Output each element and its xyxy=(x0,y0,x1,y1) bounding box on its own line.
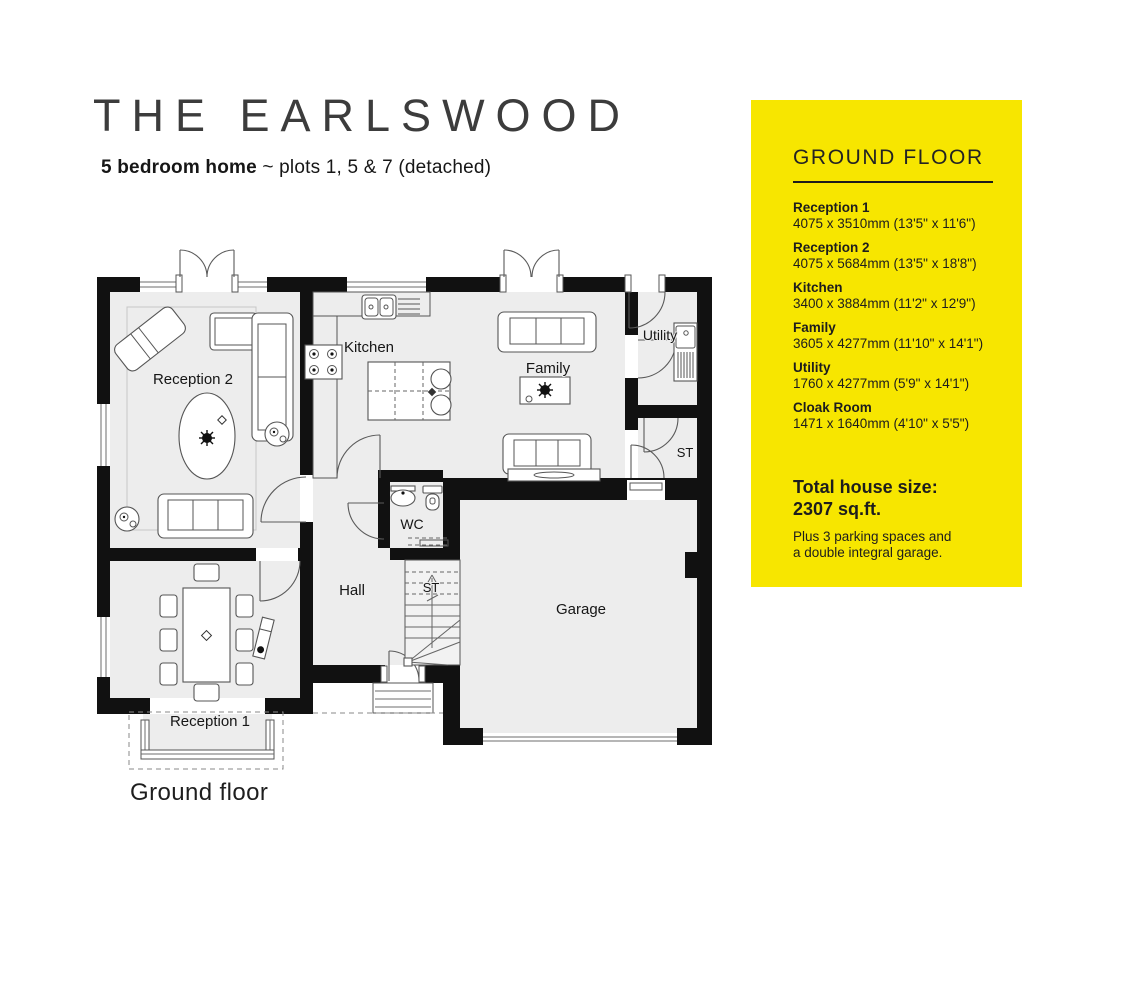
toilet xyxy=(422,485,443,494)
room-dims: 3605 x 4277mm (11'10" x 14'1") xyxy=(793,336,984,352)
note-line2: a double integral garage. xyxy=(793,545,943,560)
room-name: Utility xyxy=(793,359,831,375)
room-labels: Reception 2 Kitchen Family Utility ST WC… xyxy=(152,326,694,731)
info-panel: GROUND FLOOR Reception 1 4075 x 3510mm (… xyxy=(751,100,1022,587)
room-label-garage: Garage xyxy=(556,601,606,618)
hob-icon xyxy=(304,344,343,380)
room-name: Kitchen xyxy=(793,279,843,295)
chaise xyxy=(114,306,186,372)
total-label: Total house size: xyxy=(793,476,938,497)
room-label-reception2: Reception 2 xyxy=(153,371,233,388)
room-label-stairs-st: ST xyxy=(423,580,440,595)
sofa xyxy=(157,493,254,539)
room-label-hall: Hall xyxy=(339,582,365,599)
subtitle-bold: 5 bedroom home xyxy=(101,157,257,178)
room-name: Reception 2 xyxy=(793,239,870,255)
room-entry: Family 3605 x 4277mm (11'10" x 14'1") xyxy=(793,320,996,353)
staircase xyxy=(403,537,461,667)
chair xyxy=(159,662,178,686)
room-label-utility: Utility xyxy=(643,327,677,343)
wc-fixtures xyxy=(390,485,443,511)
chair xyxy=(159,594,178,618)
corner-sofa-top xyxy=(209,312,258,351)
kitchen-units xyxy=(304,291,452,479)
subtitle-rest: ~ plots 1, 5 & 7 (detached) xyxy=(256,157,492,178)
chair xyxy=(235,628,254,652)
tv-unit xyxy=(507,468,601,482)
speaker xyxy=(264,421,290,447)
room-label-cloak-st: ST xyxy=(677,445,694,460)
chair xyxy=(159,628,178,652)
total-house-size: Total house size: 2307 sq.ft. xyxy=(793,477,996,521)
stool xyxy=(430,368,452,390)
panel-heading-rule xyxy=(793,181,993,183)
room-name: Cloak Room xyxy=(793,399,872,415)
sofa xyxy=(497,311,597,353)
room-label-wc: WC xyxy=(400,516,423,532)
room-label-family: Family xyxy=(526,360,571,377)
room-dims: 4075 x 5684mm (13'5" x 18'8") xyxy=(793,256,977,272)
room-label-reception1: Reception 1 xyxy=(170,713,250,730)
room-name: Family xyxy=(793,319,836,335)
chair xyxy=(235,594,254,618)
reception1-furniture xyxy=(159,563,275,702)
openings xyxy=(97,274,677,745)
chair xyxy=(193,563,220,582)
room-entry: Cloak Room 1471 x 1640mm (4'10" x 5'5") xyxy=(793,400,996,433)
panel-heading: GROUND FLOOR xyxy=(793,146,984,169)
parking-note: Plus 3 parking spaces and a double integ… xyxy=(793,529,996,562)
family-furniture xyxy=(497,311,601,482)
room-entry: Reception 1 4075 x 3510mm (13'5" x 11'6"… xyxy=(793,200,996,233)
page-title: THE EARLSWOOD xyxy=(93,90,632,141)
utility-units xyxy=(673,322,698,382)
room-dims: 4075 x 3510mm (13'5" x 11'6") xyxy=(793,216,976,232)
room-dims: 1471 x 1640mm (4'10" x 5'5") xyxy=(793,416,970,432)
total-value: 2307 sq.ft. xyxy=(793,498,882,519)
stool xyxy=(430,394,452,416)
room-entry: Reception 2 4075 x 5684mm (13'5" x 18'8"… xyxy=(793,240,996,273)
porch-steps xyxy=(313,682,443,714)
room-dims: 3400 x 3884mm (11'2" x 12'9") xyxy=(793,296,976,312)
page-subtitle: 5 bedroom home ~ plots 1, 5 & 7 (detache… xyxy=(101,157,491,179)
plan-caption: Ground floor xyxy=(130,779,269,806)
note-line1: Plus 3 parking spaces and xyxy=(793,528,952,544)
room-entry: Kitchen 3400 x 3884mm (11'2" x 12'9") xyxy=(793,280,996,313)
chair xyxy=(193,683,220,702)
room-dims: 1760 x 4277mm (5'9" x 14'1") xyxy=(793,376,970,392)
room-label-kitchen: Kitchen xyxy=(344,339,394,356)
reception2-furniture xyxy=(114,306,294,539)
speaker xyxy=(114,506,140,532)
dining-table xyxy=(182,587,231,683)
chair xyxy=(235,662,254,686)
bay-window xyxy=(128,711,284,770)
room-name: Reception 1 xyxy=(793,200,870,215)
room-entry: Utility 1760 x 4277mm (5'9" x 14'1") xyxy=(793,360,996,393)
